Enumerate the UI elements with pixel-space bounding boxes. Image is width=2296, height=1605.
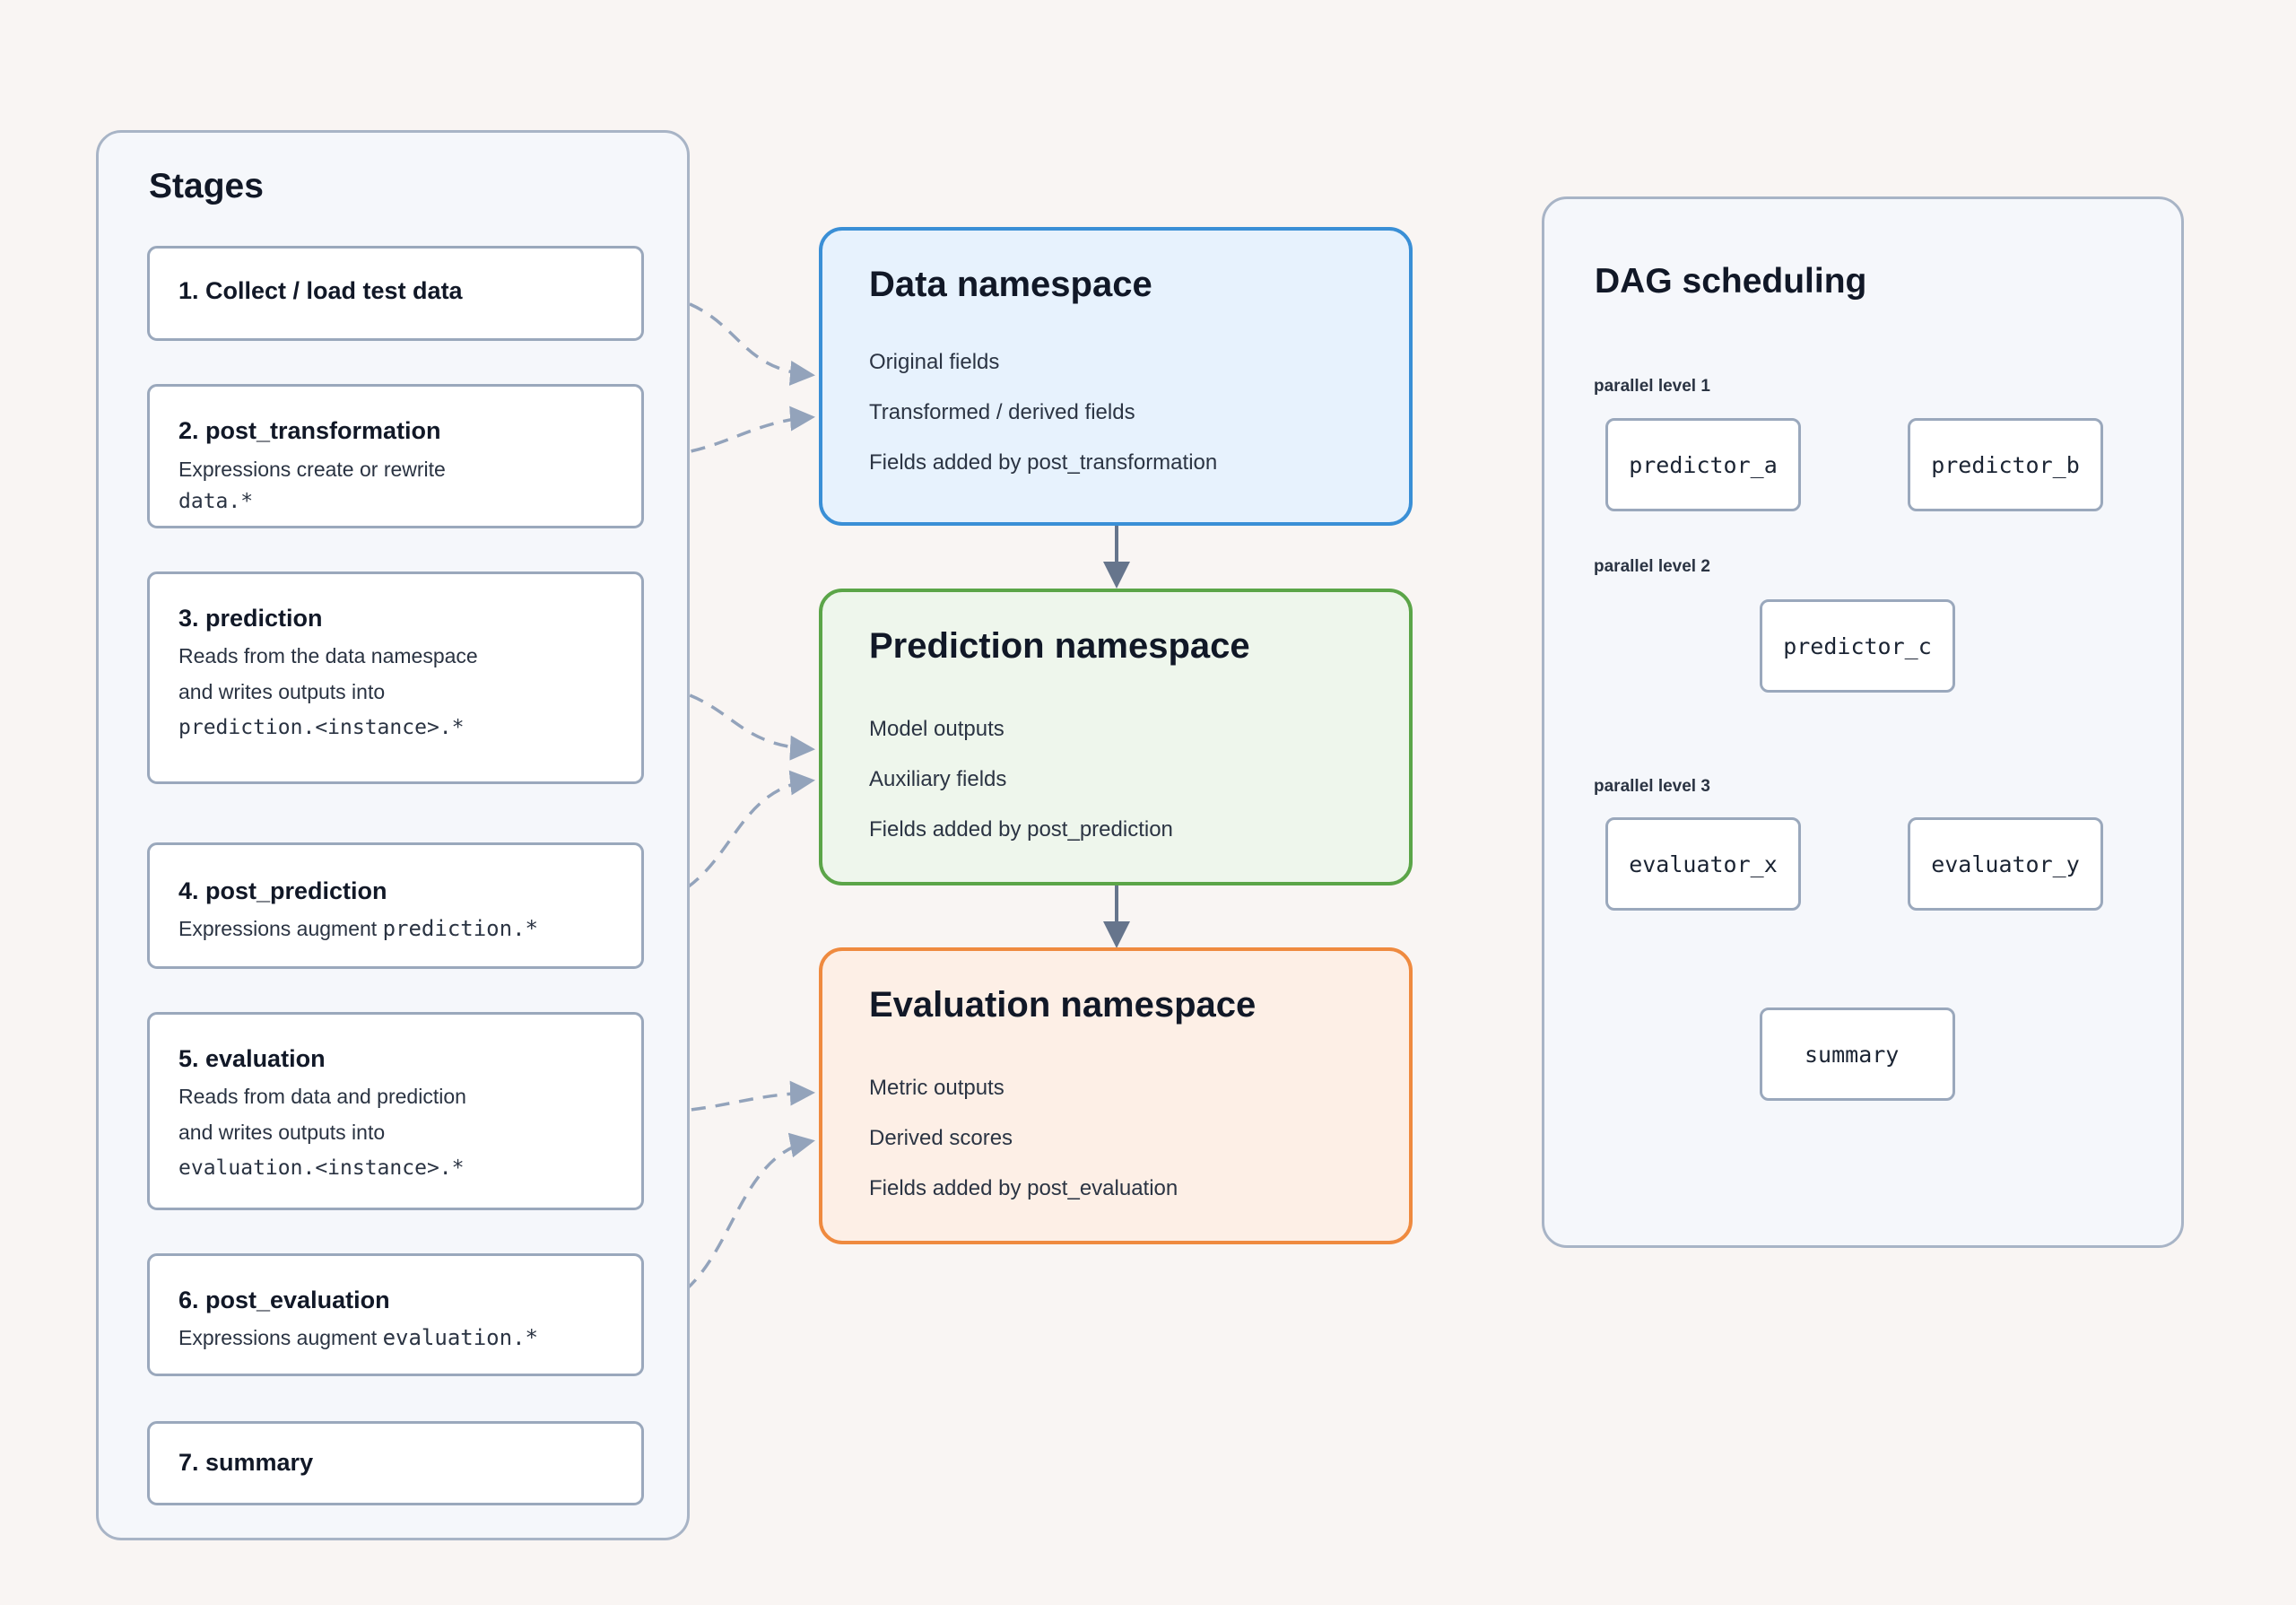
parallel-level-2-label: parallel level 2 [1594, 557, 1710, 576]
stage-summary: 7. summary [147, 1421, 644, 1505]
stage-title: 4. post_prediction [178, 877, 387, 904]
namespace-field: Derived scores [869, 1126, 1013, 1150]
stage-evaluation: 5. evaluation Reads from data and predic… [147, 1012, 644, 1210]
stage-code: prediction.<instance>.* [178, 716, 465, 739]
stage-title: 3. prediction [178, 605, 323, 632]
dag-panel: DAG scheduling [1542, 196, 2184, 1248]
namespace-field: Auxiliary fields [869, 767, 1007, 791]
stage-title: 7. summary [178, 1449, 314, 1476]
stage-post-evaluation: 6. post_evaluation Expressions augment e… [147, 1253, 644, 1376]
stage-desc-2: and writes outputs into [178, 1121, 386, 1144]
stage-desc: Reads from data and prediction [178, 1085, 466, 1108]
stages-title: Stages [149, 167, 264, 205]
parallel-level-3-label: parallel level 3 [1594, 777, 1710, 796]
stage-post-prediction: 4. post_prediction Expressions augment p… [147, 842, 644, 969]
stage-desc: Expressions create or rewrite [178, 458, 446, 481]
stage-desc: Expressions augment [178, 1326, 383, 1349]
stage-code: prediction.* [382, 916, 538, 941]
namespace-title: Prediction namespace [869, 626, 1250, 666]
stage-code: evaluation.<instance>.* [178, 1156, 465, 1180]
namespace-field: Fields added by post_transformation [869, 450, 1218, 475]
stage-prediction: 3. prediction Reads from the data namesp… [147, 571, 644, 784]
namespace-field: Fields added by post_prediction [869, 817, 1173, 842]
namespace-title: Evaluation namespace [869, 985, 1257, 1025]
namespace-title: Data namespace [869, 265, 1152, 304]
dag-node-predictor-b: predictor_b [1908, 418, 2103, 511]
dag-node-evaluator-y: evaluator_y [1908, 817, 2103, 911]
namespace-field: Original fields [869, 350, 1000, 374]
dag-node-predictor-a: predictor_a [1605, 418, 1801, 511]
namespace-field: Fields added by post_evaluation [869, 1176, 1178, 1200]
dag-node-evaluator-x: evaluator_x [1605, 817, 1801, 911]
stage-title: 2. post_transformation [178, 417, 441, 444]
namespace-field: Model outputs [869, 717, 1004, 741]
namespace-field: Metric outputs [869, 1076, 1004, 1100]
dag-title: DAG scheduling [1595, 262, 1867, 301]
stage-code: data.* [178, 490, 254, 513]
stage-desc-line: Expressions augment evaluation.* [178, 1320, 613, 1356]
stage-collect: 1. Collect / load test data [147, 246, 644, 341]
stage-title: 6. post_evaluation [178, 1287, 390, 1313]
stage-post-transformation: 2. post_transformation Expressions creat… [147, 384, 644, 528]
parallel-level-1-label: parallel level 1 [1594, 377, 1710, 396]
namespace-field: Transformed / derived fields [869, 400, 1135, 424]
dag-node-summary: summary [1760, 1007, 1955, 1101]
stage-title: 1. Collect / load test data [178, 277, 463, 304]
stage-desc-2: and writes outputs into [178, 680, 386, 703]
stage-desc: Reads from the data namespace [178, 644, 478, 667]
stage-title: 5. evaluation [178, 1045, 326, 1072]
stage-code: evaluation.* [382, 1325, 538, 1350]
stage-desc: Expressions augment [178, 917, 383, 940]
prediction-namespace: Prediction namespace Model outputs Auxil… [819, 589, 1413, 885]
dag-node-predictor-c: predictor_c [1760, 599, 1955, 693]
evaluation-namespace: Evaluation namespace Metric outputs Deri… [819, 947, 1413, 1244]
data-namespace: Data namespace Original fields Transform… [819, 227, 1413, 526]
stage-desc-line: Expressions augment prediction.* [178, 911, 613, 946]
